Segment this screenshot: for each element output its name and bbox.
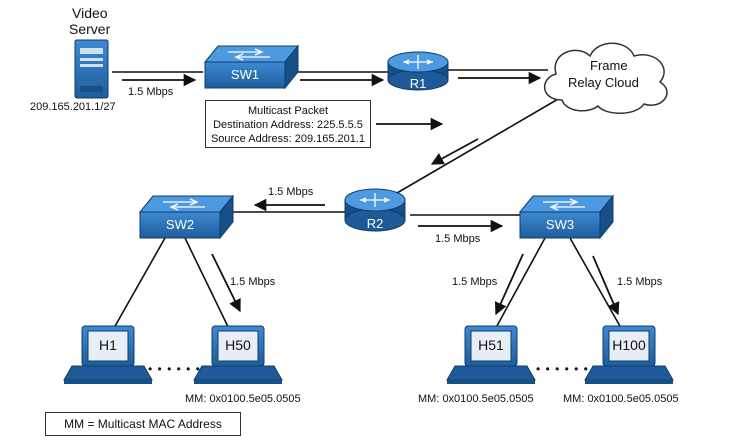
- host-h100-icon: [584, 325, 674, 384]
- packet-source: Source Address: 209.165.201.1: [210, 133, 366, 145]
- cloud-label-line2: Relay Cloud: [568, 75, 639, 90]
- host-h1-icon: [63, 325, 153, 384]
- hosts-ellipsis-right: • • • • • •: [536, 362, 589, 376]
- link-speed-sw2-h50: 1.5 Mbps: [230, 276, 276, 288]
- arrow-sw3-h100: [592, 255, 620, 316]
- r2-label: R2: [366, 216, 384, 231]
- video-server-title-line1: Video: [72, 5, 108, 21]
- switch-sw1-icon: [203, 44, 300, 90]
- connections: [109, 69, 626, 336]
- packet-destination: Destination Address: 225.5.5.5: [213, 119, 363, 131]
- video-server-ip: 209.165.201.1/27: [30, 101, 116, 113]
- r1-label: R1: [409, 76, 427, 91]
- link-cloud-r2: [384, 94, 566, 201]
- traffic-arrows: [122, 71, 620, 316]
- arrow-sw3-h51: [494, 253, 524, 316]
- switch-sw3-icon: [518, 194, 615, 240]
- legend-box: MM = Multicast MAC Address: [45, 412, 241, 436]
- hosts-ellipsis-left: • • • • • •: [148, 362, 201, 376]
- link-speed-r2-sw2: 1.5 Mbps: [268, 186, 314, 198]
- link-speed-sw3-h51: 1.5 Mbps: [452, 276, 498, 288]
- host-h51-mac: MM: 0x0100.5e05.0505: [418, 393, 534, 405]
- host-h51-label: H51: [478, 337, 504, 353]
- link-sw3-h100: [569, 237, 626, 336]
- sw3-label: SW3: [545, 217, 575, 232]
- router-r2-icon: [344, 188, 406, 232]
- sw2-label: SW2: [165, 217, 195, 232]
- host-h50-icon: [193, 325, 283, 384]
- link-sw3-h51: [491, 237, 546, 336]
- host-h100-label: H100: [612, 337, 646, 353]
- video-server-title-line2: Server: [69, 21, 111, 37]
- video-server-icon: [74, 39, 109, 99]
- multicast-packet-box: Multicast Packet Destination Address: 22…: [205, 100, 371, 148]
- cloud-icon: [544, 42, 668, 114]
- link-sw2-h1: [109, 237, 166, 336]
- link-sw2-h50: [184, 237, 233, 336]
- arrow-sw2-h50: [211, 253, 241, 313]
- switch-sw2-icon: [138, 194, 235, 240]
- host-h50-mac: MM: 0x0100.5e05.0505: [185, 393, 301, 405]
- arrow-cloud-r2: [430, 138, 479, 165]
- host-h100-mac: MM: 0x0100.5e05.0505: [563, 393, 679, 405]
- host-h50-label: H50: [225, 337, 251, 353]
- cloud-label-line1: Frame: [590, 58, 628, 73]
- sw1-label: SW1: [230, 67, 260, 82]
- host-h1-label: H1: [99, 337, 117, 353]
- router-r1-icon: [387, 51, 449, 91]
- link-speed-r2-sw3: 1.5 Mbps: [435, 233, 481, 245]
- host-h51-icon: [446, 325, 536, 384]
- link-speed-sw3-h100: 1.5 Mbps: [617, 276, 663, 288]
- packet-title: Multicast Packet: [247, 105, 329, 117]
- link-speed-server-sw1: 1.5 Mbps: [128, 86, 174, 98]
